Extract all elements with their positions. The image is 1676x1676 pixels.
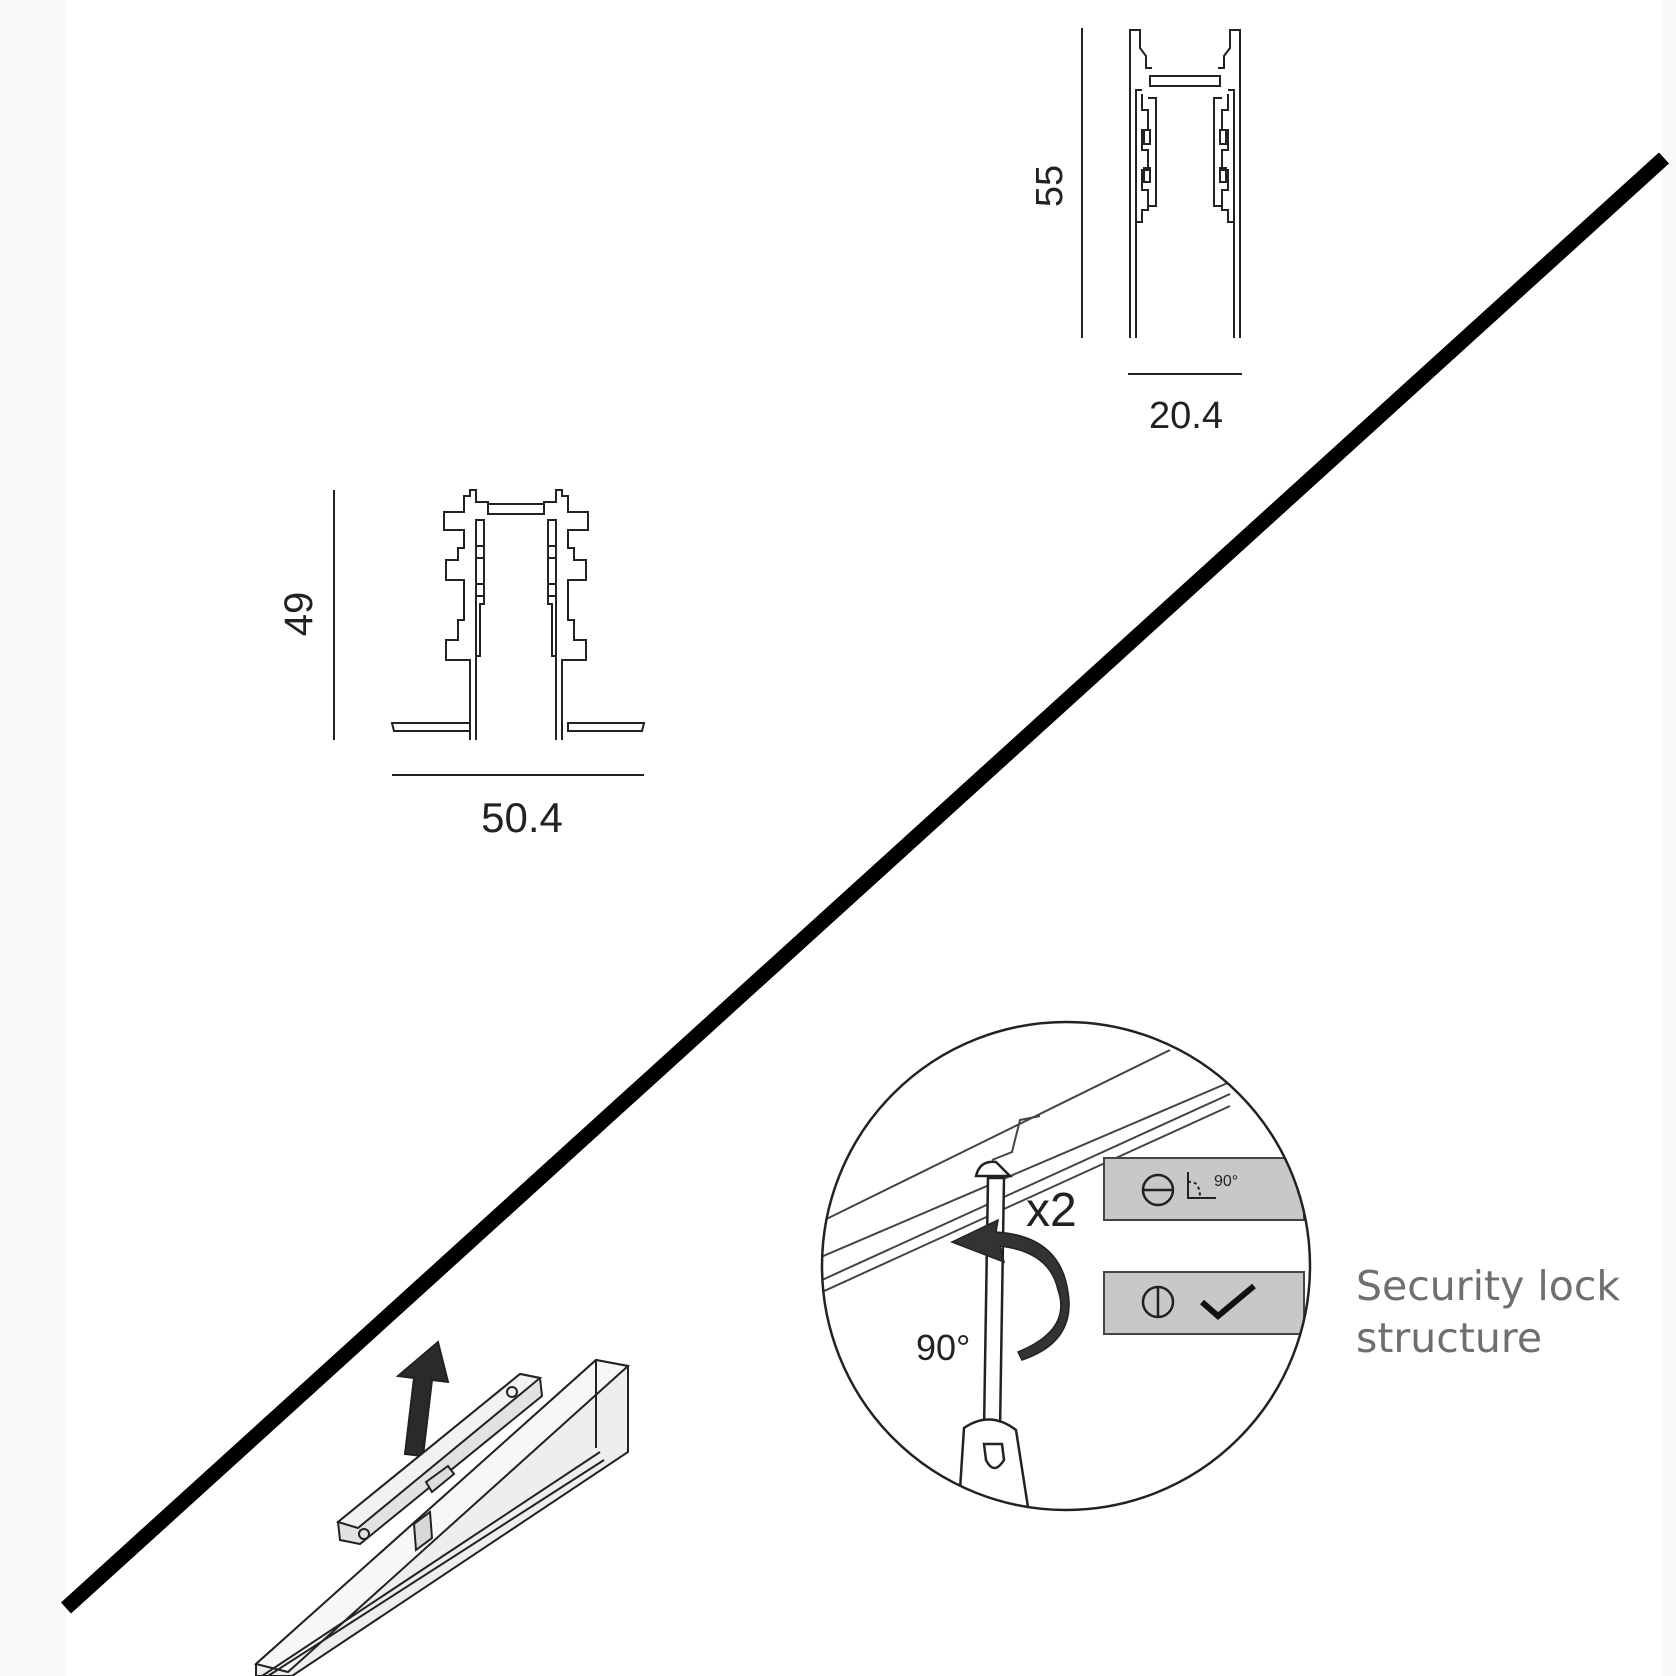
security-lock-detail: 90° x2 90° xyxy=(822,1022,1310,1510)
screw-unlocked-icon xyxy=(1141,1173,1175,1207)
rotation-arrow-icon xyxy=(950,1218,1070,1361)
caption-line-2: structure xyxy=(1356,1314,1543,1362)
recessed-profile-section xyxy=(333,489,646,776)
surface-profile-section xyxy=(1081,28,1242,375)
recessed-height-label: 49 xyxy=(277,592,321,637)
recessed-width-label: 50.4 xyxy=(481,794,563,841)
rotation-label: 90° xyxy=(916,1327,970,1368)
left-margin-band xyxy=(0,0,66,1676)
screw-locked-icon xyxy=(1141,1285,1175,1319)
count-label: x2 xyxy=(1026,1184,1077,1237)
caption-line-1: Security lock xyxy=(1356,1262,1621,1310)
detail-circle-outline xyxy=(820,1020,1312,1512)
recessed-left-flange xyxy=(390,722,471,732)
right-margin-band xyxy=(1662,0,1676,1676)
unlocked-badge xyxy=(1103,1157,1305,1221)
angle-badge-label: 90° xyxy=(1214,1173,1238,1190)
surface-height-label: 55 xyxy=(1029,165,1071,207)
checkmark-icon xyxy=(1200,1283,1256,1320)
recessed-right-flange xyxy=(567,722,646,732)
surface-profile-left-wall xyxy=(1129,29,1152,338)
security-lock-caption: Security lock structure xyxy=(1356,1260,1656,1364)
luminaire-installation xyxy=(253,1340,631,1676)
surface-width-label: 20.4 xyxy=(1149,395,1223,437)
diagonal-divider xyxy=(60,152,1670,1614)
surface-profile-right-wall xyxy=(1218,29,1241,338)
angle-icon xyxy=(1187,1172,1216,1199)
up-arrow-icon xyxy=(395,1340,450,1458)
